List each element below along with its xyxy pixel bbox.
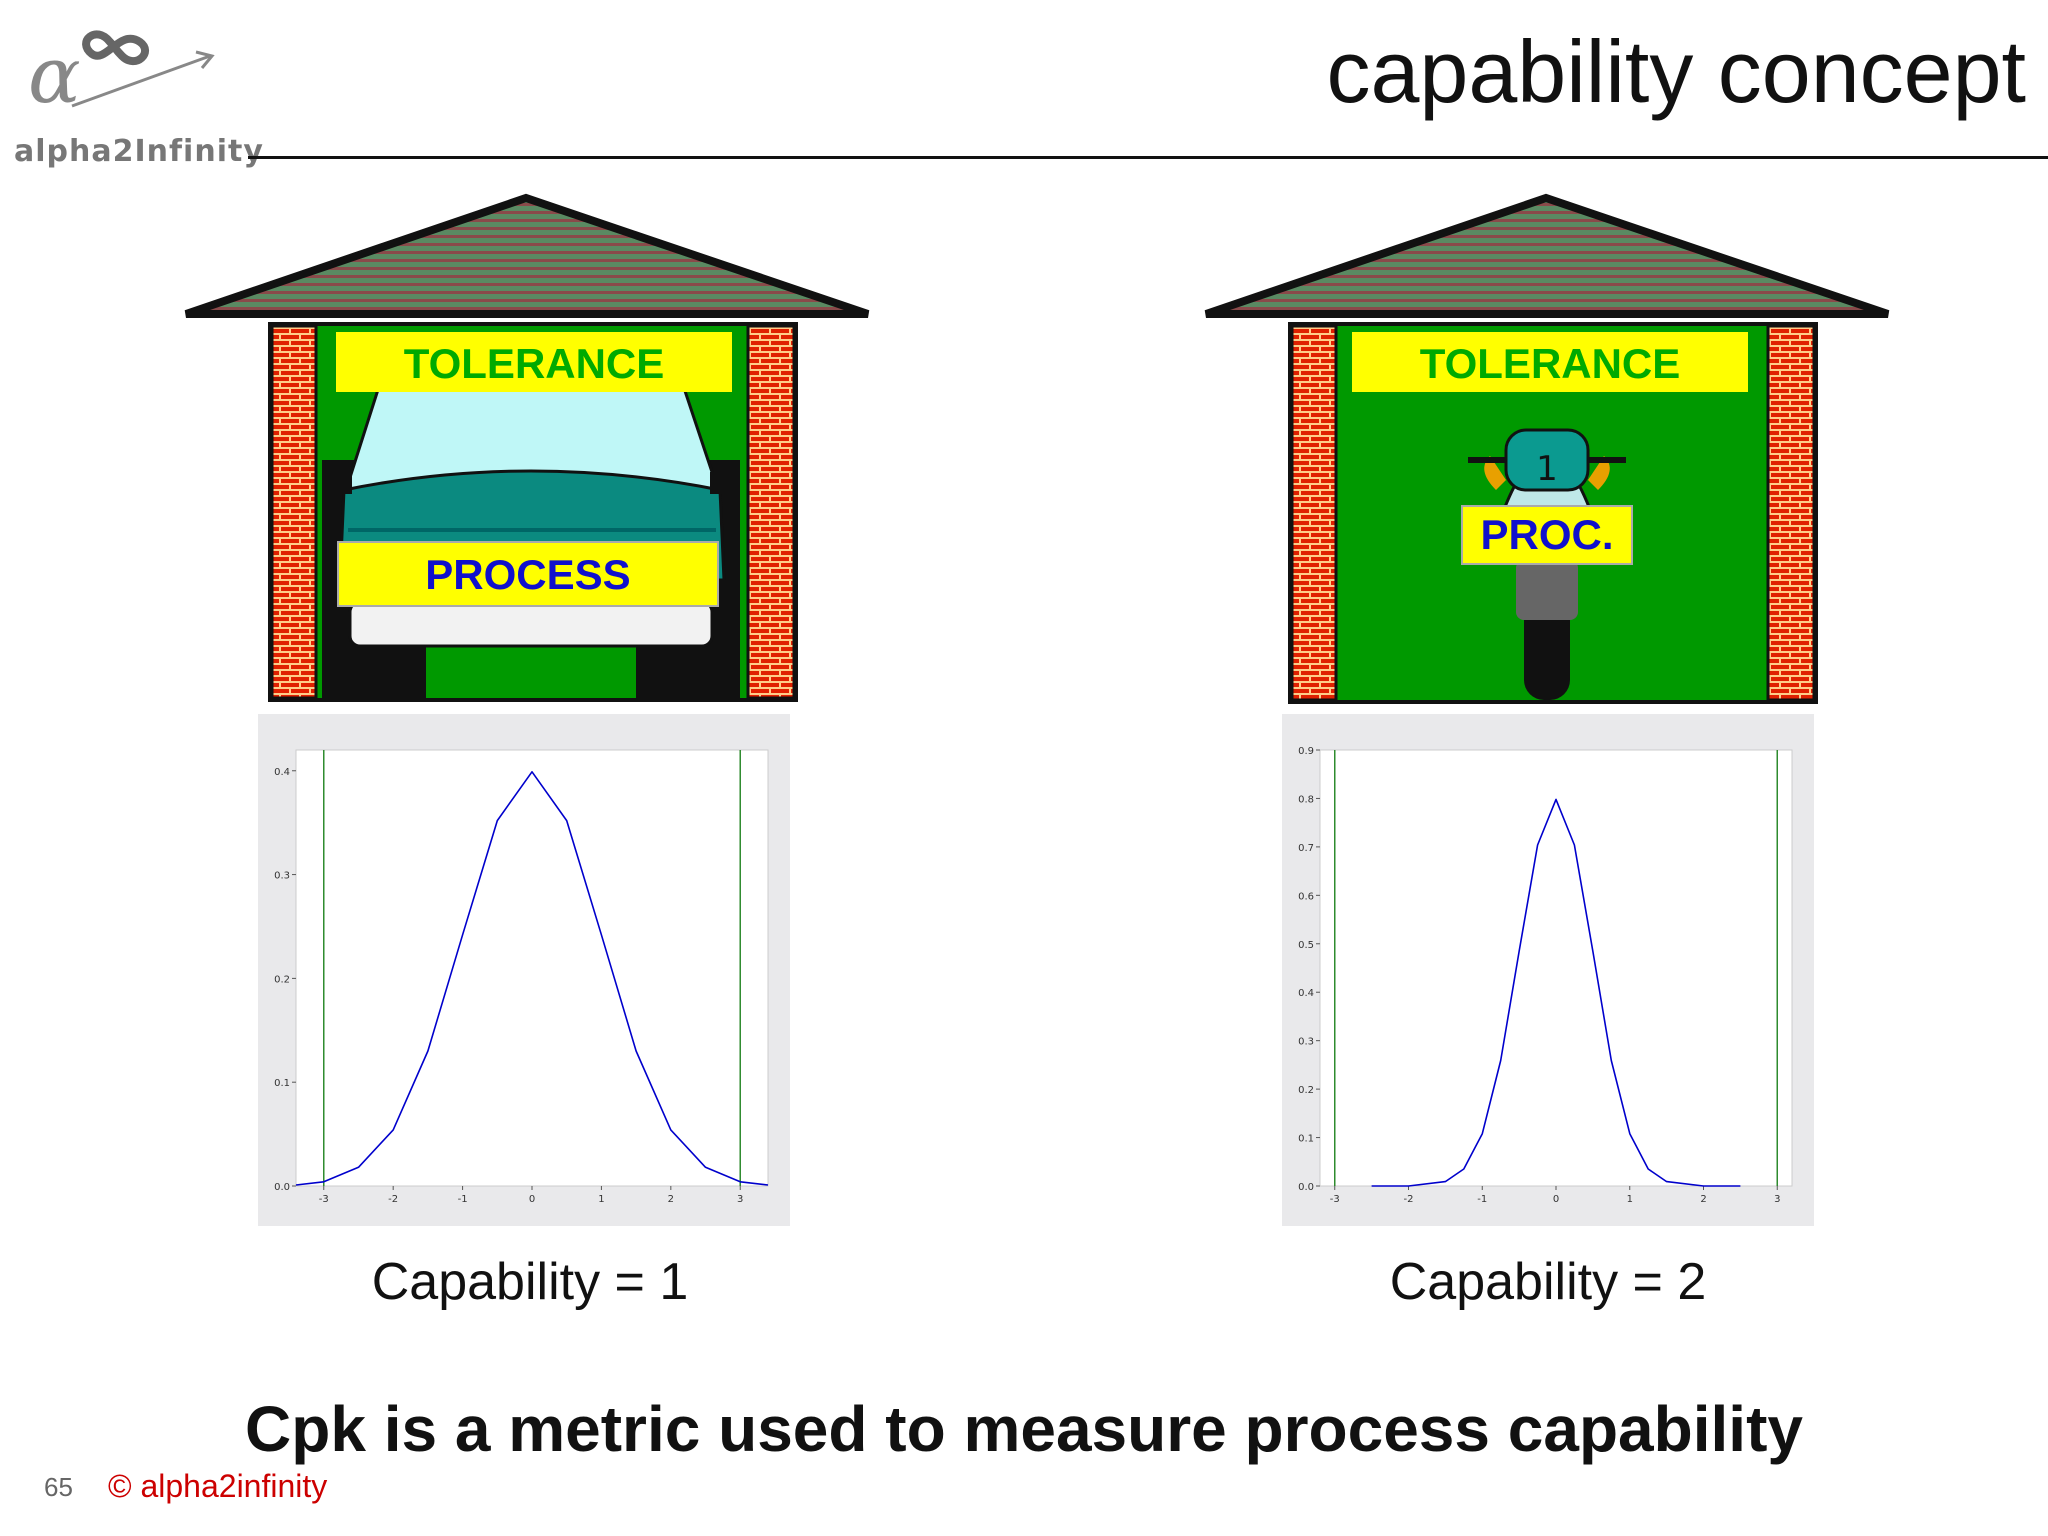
y-tick-label: 0.1 <box>1298 1134 1314 1145</box>
plot-area <box>295 749 769 1187</box>
x-tick-label: 1 <box>598 1194 604 1205</box>
tolerance-label: TOLERANCE <box>404 340 665 387</box>
y-tick-label: 0.7 <box>1298 843 1314 854</box>
x-tick-label: -1 <box>458 1194 468 1205</box>
chart-panel-capability-2: 0.0 0.1 0.2 0.3 0.4 0.5 0.6 0.7 0.8 0.9 -3 -2 -1 0 1 2 3 <box>1282 714 1814 1226</box>
garage-left: TOLERANCE PROCESS <box>184 193 870 702</box>
x-tick-label: -2 <box>1404 1194 1414 1205</box>
title-divider <box>248 156 2048 159</box>
y-tick-label: 0.3 <box>274 871 290 882</box>
x-tick-label: -3 <box>319 1194 329 1205</box>
tolerance-label: TOLERANCE <box>1420 340 1681 387</box>
density-curve <box>1371 798 1741 1187</box>
x-tick-label: 3 <box>1774 1194 1780 1205</box>
x-tick-label: 1 <box>1627 1194 1633 1205</box>
brick-pillar-right <box>746 324 796 700</box>
x-tick-label: 2 <box>1700 1194 1706 1205</box>
brick-pillar-right <box>1766 324 1816 702</box>
x-tick-label: 2 <box>668 1194 674 1205</box>
y-tick-label: 0.4 <box>1298 988 1314 999</box>
alpha2infinity-logo: α <box>28 30 215 121</box>
garage-right: 1 TOLERANCE PROC. <box>1204 193 1890 704</box>
y-tick-label: 0.2 <box>274 974 290 985</box>
caption-capability-1: Capability = 1 <box>371 1253 689 1311</box>
process-label: PROCESS <box>425 551 630 598</box>
brick-pillar-left <box>1290 324 1338 702</box>
y-tick-label: 0.2 <box>1298 1085 1314 1096</box>
logo-text: alpha2Infinity <box>14 134 264 169</box>
x-tick-label: 0 <box>529 1194 535 1205</box>
x-tick-label: 0 <box>1553 1194 1559 1205</box>
y-tick-label: 0.3 <box>1298 1037 1314 1048</box>
y-tick-label: 0.5 <box>1298 940 1314 951</box>
x-tick-label: -3 <box>1330 1194 1340 1205</box>
brick-pillar-left <box>270 324 318 700</box>
plot-area <box>1319 749 1793 1187</box>
cpk-statement: Cpk is a metric used to measure process … <box>245 1393 1803 1465</box>
normal-curve-chart-1: 0.0 0.1 0.2 0.3 0.4 -3 -2 -1 0 1 2 3 <box>274 749 769 1205</box>
y-tick-label: 0.0 <box>274 1182 290 1193</box>
x-tick-label: -2 <box>388 1194 398 1205</box>
y-tick-label: 0.6 <box>1298 891 1314 902</box>
y-tick-label: 0.9 <box>1298 746 1314 757</box>
y-tick-label: 0.1 <box>274 1078 290 1089</box>
svg-text:α: α <box>28 31 81 121</box>
x-tick-label: 3 <box>737 1194 743 1205</box>
process-label: PROC. <box>1480 511 1613 558</box>
copyright-text: © alpha2infinity <box>108 1468 328 1504</box>
caption-capability-2: Capability = 2 <box>1389 1253 1707 1311</box>
normal-curve-chart-2: 0.0 0.1 0.2 0.3 0.4 0.5 0.6 0.7 0.8 0.9 -3 -2 -1 0 1 2 3 <box>1298 746 1793 1205</box>
density-curve <box>295 770 769 1186</box>
page-title: capability concept <box>1326 22 2026 121</box>
y-tick-label: 0.8 <box>1298 794 1314 805</box>
chart-panel-capability-1: 0.0 0.1 0.2 0.3 0.4 -3 -2 -1 0 1 2 3 <box>258 714 790 1226</box>
page-number: 65 <box>44 1472 73 1502</box>
x-tick-label: -1 <box>1477 1194 1487 1205</box>
svg-text:1: 1 <box>1536 449 1558 489</box>
motorcycle-icon: 1 <box>1468 428 1626 700</box>
y-tick-label: 0.4 <box>274 767 290 778</box>
y-tick-label: 0.0 <box>1298 1182 1314 1193</box>
